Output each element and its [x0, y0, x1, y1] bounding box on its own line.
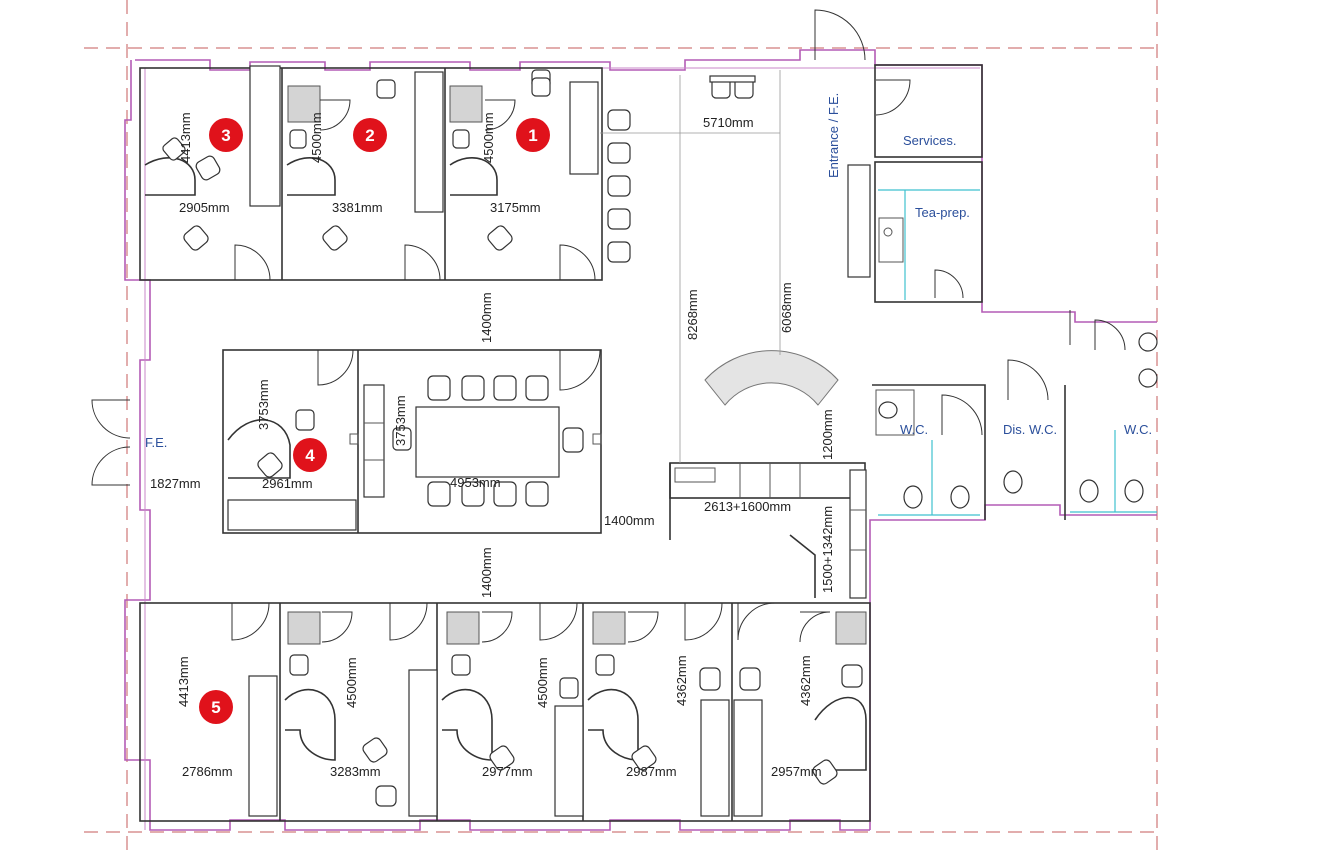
dim-2786: 2786mm [182, 764, 233, 779]
room-badges: 1 2 3 4 5 [199, 118, 550, 724]
dim-6068: 6068mm [779, 282, 794, 333]
room-badge-3-text: 3 [221, 126, 230, 145]
dim-2977: 2977mm [482, 764, 533, 779]
dim-1400-mid: 1400mm [604, 513, 655, 528]
dim-4953: 4953mm [450, 475, 501, 490]
room-badge-5 [199, 690, 233, 724]
dim-8268: 8268mm [685, 289, 700, 340]
room-badge-1-text: 1 [528, 126, 537, 145]
room-badge-4 [293, 438, 327, 472]
label-tea-prep: Tea-prep. [915, 205, 970, 220]
room-badge-4-text: 4 [305, 446, 315, 465]
room-badge-2 [353, 118, 387, 152]
dim-1827: 1827mm [150, 476, 201, 491]
dim-2987: 2987mm [626, 764, 677, 779]
dim-3753-a: 3753mm [256, 379, 271, 430]
bottom-chairs [289, 654, 863, 807]
dim-3753-b: 3753mm [393, 395, 408, 446]
dim-4413-top: 4413mm [178, 112, 193, 163]
dim-1400-bot: 1400mm [479, 547, 494, 598]
label-entrance: Entrance / F.E. [826, 93, 841, 178]
bottom-offices [139, 602, 871, 822]
label-wc-left: W.C. [900, 422, 928, 437]
label-fire-exit: F.E. [145, 435, 167, 450]
dim-4500-b3: 4500mm [535, 657, 550, 708]
reception-desk [704, 350, 839, 406]
room-badge-2-text: 2 [365, 126, 374, 145]
label-dis-wc: Dis. W.C. [1003, 422, 1057, 437]
dim-5710: 5710mm [703, 115, 754, 130]
dimension-labels: 5710mm 2905mm 3381mm 3175mm 4413mm 4500m… [150, 112, 835, 779]
dim-4362-a: 4362mm [674, 655, 689, 706]
dim-2613: 2613+1600mm [704, 499, 791, 514]
dim-1400-top: 1400mm [479, 292, 494, 343]
top-chairs [162, 69, 756, 263]
dim-2961: 2961mm [262, 476, 313, 491]
room-badge-3 [209, 118, 243, 152]
dim-3381: 3381mm [332, 200, 383, 215]
space-labels: Entrance / F.E. Services. Tea-prep. F.E.… [145, 93, 1152, 450]
dim-1200: 1200mm [820, 409, 835, 460]
dim-2957: 2957mm [771, 764, 822, 779]
entrance-services [600, 9, 983, 463]
toilet-block [872, 310, 1158, 520]
dim-2905: 2905mm [179, 200, 230, 215]
dim-4500-r1: 4500mm [481, 112, 496, 163]
dim-3283: 3283mm [330, 764, 381, 779]
dim-3175: 3175mm [490, 200, 541, 215]
label-wc-right: W.C. [1124, 422, 1152, 437]
fire-exit-door [91, 399, 131, 486]
top-offices [139, 65, 603, 281]
grid-lines [84, 0, 1160, 850]
dim-4362-b: 4362mm [798, 655, 813, 706]
dim-4500-r2: 4500mm [309, 112, 324, 163]
room-badge-5-text: 5 [211, 698, 220, 717]
dim-1500: 1500+1342mm [820, 506, 835, 593]
kitchenette [669, 462, 867, 599]
room-badge-1 [516, 118, 550, 152]
dim-4500-b2: 4500mm [344, 657, 359, 708]
dim-4413-bot: 4413mm [176, 656, 191, 707]
label-services: Services. [903, 133, 956, 148]
middle-rooms [222, 349, 602, 534]
